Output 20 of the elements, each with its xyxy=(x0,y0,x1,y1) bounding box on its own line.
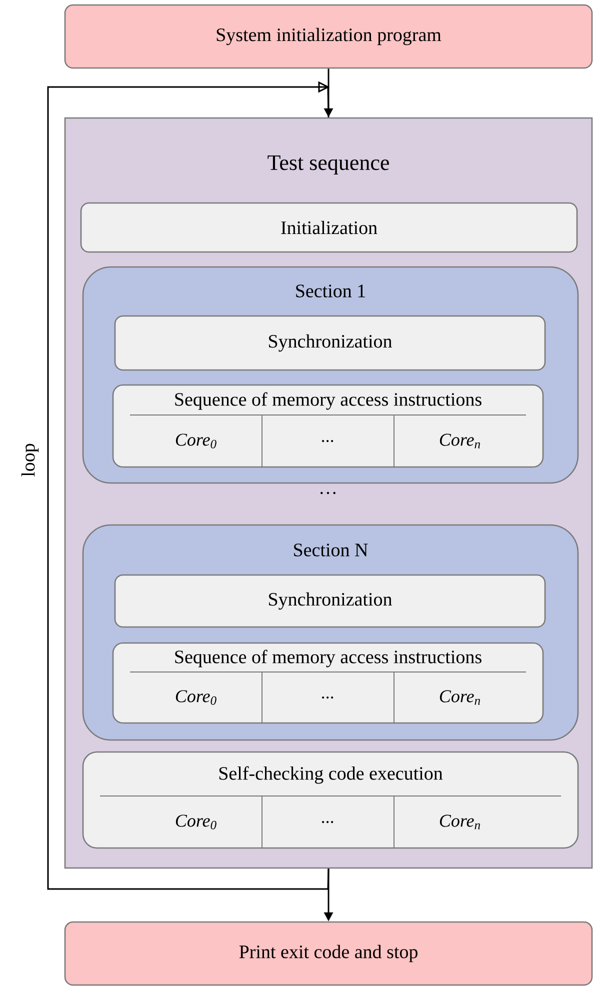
process-box: Initialization xyxy=(80,202,578,253)
table-cell: ... xyxy=(322,440,334,442)
process-box: Print exit code and stop xyxy=(64,921,593,986)
core-table: Sequence of memory access instructions Core$_{0}$ ... Core$_{n}$ xyxy=(112,384,544,468)
process-box: Synchronization xyxy=(114,315,546,371)
ellipsis-text: … xyxy=(320,492,336,494)
edge-label: loop xyxy=(20,442,40,478)
table-cell: Core$_{n}$ xyxy=(440,814,480,830)
table-cell: Core$_{n}$ xyxy=(440,434,480,448)
process-box: Synchronization xyxy=(114,574,546,628)
table-cell: Core$_{0}$ xyxy=(176,434,216,448)
table-cell: Core$_{n}$ xyxy=(440,690,480,705)
table-cell: Core$_{0}$ xyxy=(176,690,216,705)
core-table: Self-checking code execution Core$_{0}$ ... Core$_{n}$ xyxy=(82,751,579,849)
table-cell: Core$_{0}$ xyxy=(176,814,216,830)
arrow xyxy=(47,81,330,890)
core-table: Sequence of memory access instructions Core$_{0}$ ... Core$_{n}$ xyxy=(112,642,544,724)
process-box: System initialization program xyxy=(64,4,593,69)
table-cell: ... xyxy=(322,820,334,824)
table-cell: ... xyxy=(322,696,334,699)
